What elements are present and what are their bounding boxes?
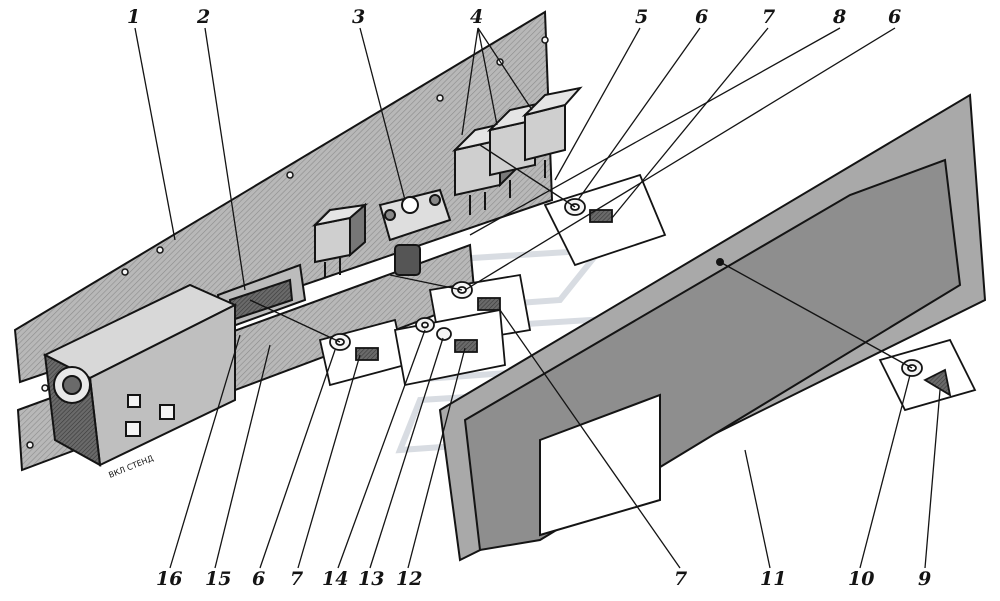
callout-1: 1 [127, 6, 141, 28]
fasteners [318, 173, 977, 412]
leader-lines [134, 27, 941, 569]
callout-6-top-a: 6 [695, 6, 709, 28]
callout-15: 15 [205, 568, 232, 590]
relay-block [451, 86, 583, 215]
callout-11: 11 [760, 568, 787, 590]
assembly-axes [249, 144, 913, 369]
control-block: ВКЛ СТЕНД [42, 283, 238, 480]
callout-7-bottom-b: 7 [674, 568, 688, 590]
callout-13: 13 [358, 568, 385, 590]
callout-4: 4 [470, 6, 484, 28]
callout-12: 12 [396, 568, 423, 590]
small-relay [311, 202, 369, 278]
callout-9: 9 [918, 568, 932, 590]
callout-2: 2 [197, 6, 211, 28]
callout-10: 10 [848, 568, 875, 590]
cover [438, 93, 987, 562]
callout-6-bottom: 6 [252, 568, 266, 590]
callout-14: 14 [322, 568, 349, 590]
callout-6-top-b: 6 [888, 6, 902, 28]
callout-8: 8 [833, 6, 847, 28]
callout-16: 16 [156, 568, 183, 590]
terminal-switch [378, 188, 452, 276]
callout-7-top: 7 [762, 6, 776, 28]
callout-3: 3 [352, 6, 366, 28]
callout-7-bottom-a: 7 [290, 568, 304, 590]
callout-5: 5 [635, 6, 649, 28]
